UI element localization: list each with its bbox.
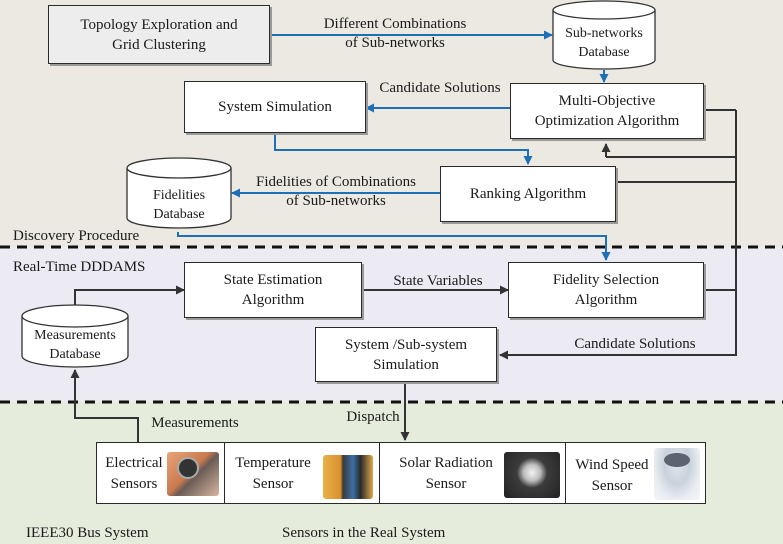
subnetworks-database-label: Sub-networks Database [565,26,643,60]
candidate-solutions-top-label: Candidate Solutions [379,80,501,96]
wind-speed-sensor-label: Wind Speed Sensor [575,457,649,494]
ranking-box: Ranking Algorithm [440,166,616,222]
solar-radiation-sensor-cell: Solar Radiation Sensor [380,443,566,503]
arrow-loop-to-moo [499,110,737,360]
dispatch-label: Dispatch [346,409,400,425]
moo-box: Multi-Objective Optimization Algorithm [510,83,704,139]
fidelities-combinations-label: Fidelities of Combinations of Sub-networ… [256,174,416,209]
fidelities-database-cylinder [126,157,232,229]
temperature-sensor-photo [323,455,373,499]
temperature-sensor-cell: Temperature Sensor [225,443,380,503]
sensors-real-system-label: Sensors in the Real System [282,525,446,541]
discovery-procedure-label: Discovery Procedure [13,228,140,244]
realtime-dddams-label: Real-Time DDDAMS [13,259,146,275]
measurements-label: Measurements [151,415,239,431]
solar-radiation-sensor-label: Solar Radiation Sensor [399,455,493,492]
different-combinations-label: Different Combinations of Sub-networks [323,16,467,51]
arrow-fidelities-to-selection [177,232,611,261]
state-variables-label: State Variables [393,273,483,289]
solar-radiation-sensor-photo [504,452,560,498]
electrical-sensor-dial-icon [177,457,199,479]
topology-box: Topology Exploration and Grid Clustering [48,5,270,64]
arrow-measurements-to-state [74,285,185,306]
candidate-solutions-bottom-label: Candidate Solutions [574,336,696,352]
measurements-database-label: Measurements Database [34,328,116,362]
electrical-sensor-label: Electrical Sensors [105,455,163,492]
state-estimation-box: State Estimation Algorithm [184,262,362,318]
wind-speed-sensor-cell: Wind Speed Sensor [566,443,705,503]
wind-speed-cups-icon [664,453,690,467]
subsystem-simulation-box: System /Sub-system Simulation [315,327,497,382]
temperature-sensor-label: Temperature Sensor [235,455,311,492]
subnetworks-database-cylinder [552,0,656,70]
fidelity-selection-box: Fidelity Selection Algorithm [508,262,704,318]
ieee30-label: IEEE30 Bus System [26,525,149,541]
arrow-simulation-to-ranking [274,133,533,165]
measurements-database-cylinder [21,304,129,368]
fidelities-database-label: Fidelities Database [152,188,206,222]
electrical-sensor-cell: Electrical Sensors [97,443,225,503]
arrow-sensors-to-measurements [70,369,139,442]
sensors-strip: Electrical Sensors Temperature Sensor So… [96,442,706,504]
system-simulation-box: System Simulation [184,81,366,133]
